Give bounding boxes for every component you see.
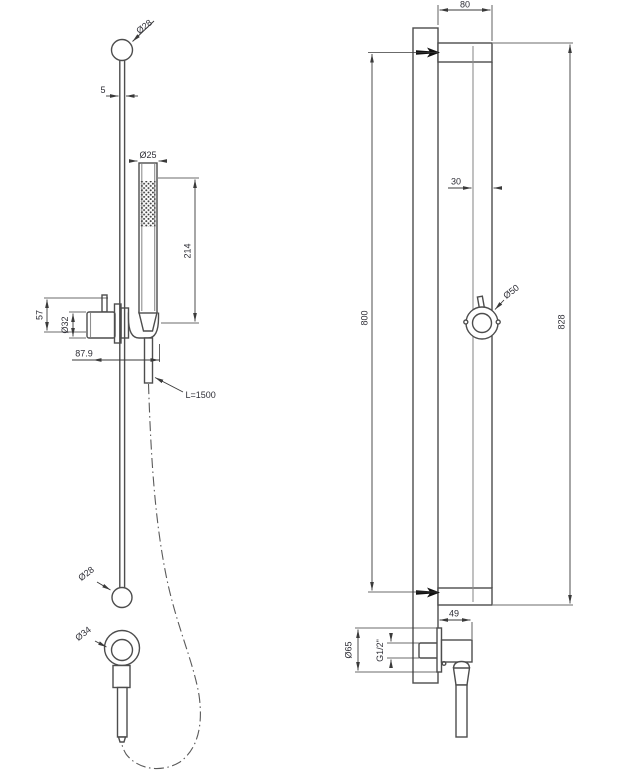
handle-assembly — [103, 629, 141, 743]
dim-rail-length-label: 800 — [360, 310, 370, 325]
slider-knob — [86, 311, 116, 339]
wall-anchor-bottom-icon — [416, 587, 440, 598]
dim-rail-depth-label: 30 — [451, 177, 461, 187]
wall-section — [412, 27, 439, 684]
slider-screw-left — [463, 319, 469, 325]
dim-handle-ring-label: Ø34 — [73, 624, 93, 642]
outlet-dome — [452, 660, 471, 669]
dim-rail-thickness-label: 5 — [100, 85, 105, 95]
dim-holder-offset-label: 87.9 — [75, 349, 93, 359]
top-wall-bracket — [437, 42, 493, 63]
dim-bottom-cap-label: Ø28 — [76, 564, 96, 582]
dim-handshower-dia-label: Ø25 — [139, 150, 156, 160]
dim-bracket-depth-label: 80 — [460, 0, 470, 10]
slider-ring-side — [463, 295, 501, 340]
handle-tip — [117, 736, 127, 743]
hose-stub — [143, 337, 154, 384]
dim-top-cap-label: Ø28 — [134, 17, 154, 35]
dim-overall-height-label: 828 — [557, 314, 567, 329]
side-view: 80 30 800 828 Ø50 49 — [344, 0, 573, 738]
dim-outlet-depth-label: 49 — [449, 609, 459, 619]
slider-screw-right — [495, 319, 501, 325]
water-outlet — [418, 627, 473, 738]
slider-assembly — [86, 294, 160, 384]
dim-knob-dia-label: Ø32 — [60, 316, 70, 333]
dim-flange-dia-label: Ø65 — [344, 641, 354, 658]
dim-handshower-length-label: 214 — [183, 243, 193, 258]
spray-face — [140, 181, 156, 227]
dim-thread-label: G1/2" — [375, 639, 385, 662]
rail-top-cap — [110, 38, 134, 62]
bottom-wall-bracket — [437, 587, 493, 606]
side-dimensions: 80 30 800 828 Ø50 49 — [344, 0, 573, 673]
outlet-hook — [441, 661, 447, 667]
slider-pin — [101, 294, 108, 313]
handle-grip — [116, 686, 128, 738]
hose-loop — [120, 383, 201, 770]
handle-ring-inner — [110, 638, 134, 662]
dim-holder-height-label: 57 — [35, 310, 45, 320]
dim-slider-ring-label: Ø50 — [501, 282, 521, 300]
outlet-hose-end — [455, 684, 468, 738]
rail-bottom-cap — [111, 586, 133, 609]
dim-hose-length-label: L=1500 — [186, 390, 216, 400]
handle-connector — [112, 664, 131, 689]
hand-shower — [138, 162, 158, 314]
front-view: Ø28 5 Ø25 214 57 Ø32 — [35, 17, 216, 770]
outlet-cone — [452, 667, 471, 686]
outlet-box — [440, 639, 473, 663]
slider-ring-inner — [471, 312, 493, 334]
slide-rail — [110, 38, 134, 609]
